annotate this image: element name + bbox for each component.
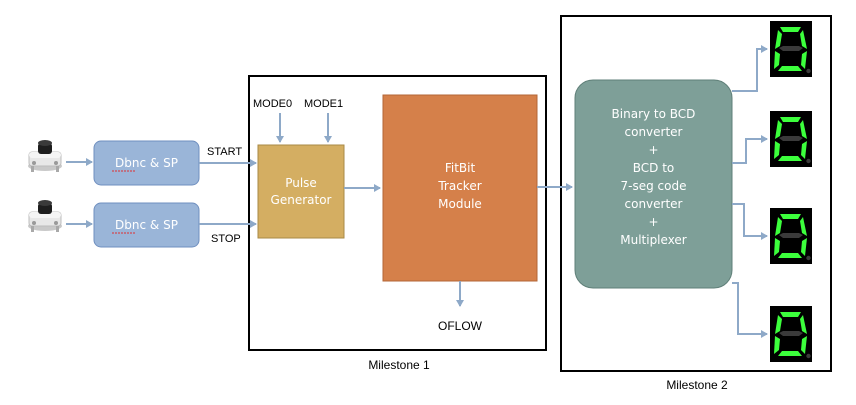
converter-line-1: Binary to BCD	[612, 107, 696, 121]
arrow-to-display-3	[732, 203, 768, 240]
mode0-label: MODE0	[253, 98, 292, 110]
arrow-to-display-2	[732, 135, 768, 164]
milestone-1-label: Milestone 1	[368, 358, 430, 372]
fitbit-line-1: FitBit	[445, 161, 476, 175]
milestone-2-frame	[560, 15, 832, 372]
dbnc-label-stop: Dbnc & SP	[115, 218, 178, 232]
arrow-to-display-1	[732, 45, 768, 92]
start-push-button-icon	[27, 139, 63, 173]
converter-line-4: BCD to	[633, 161, 675, 175]
milestone-1-frame	[248, 75, 547, 351]
seven-segment-display-2-icon	[770, 111, 812, 167]
seven-segment-display-4-icon	[770, 306, 812, 362]
converter-line-6: converter	[625, 197, 683, 211]
pulse-generator-block	[257, 144, 345, 239]
fitbit-line-2: Tracker	[437, 179, 481, 193]
start-signal-label: START	[207, 146, 242, 158]
seven-segment-display-1-icon	[770, 21, 812, 77]
converter-line-2: converter	[625, 125, 683, 139]
milestone-2-label: Milestone 2	[666, 378, 728, 392]
oflow-label: OFLOW	[438, 319, 483, 333]
arrow-to-display-4	[732, 282, 768, 338]
bcd-converter-multiplexer-block	[574, 79, 733, 289]
converter-line-5: 7-seg code	[621, 179, 687, 193]
pulse-generator-line-2: Generator	[271, 193, 332, 207]
fitbit-line-3: Module	[438, 197, 482, 211]
converter-line-8: Multiplexer	[620, 233, 687, 247]
dbnc-label-start: Dbnc & SP	[115, 156, 178, 170]
converter-line-7: +	[648, 215, 658, 229]
stop-signal-label: STOP	[211, 233, 241, 245]
pulse-generator-line-1: Pulse	[285, 176, 317, 190]
stop-push-button-icon	[27, 199, 63, 233]
seven-segment-display-3-icon	[770, 208, 812, 264]
converter-line-3: +	[648, 143, 658, 157]
mode1-label: MODE1	[304, 98, 343, 110]
